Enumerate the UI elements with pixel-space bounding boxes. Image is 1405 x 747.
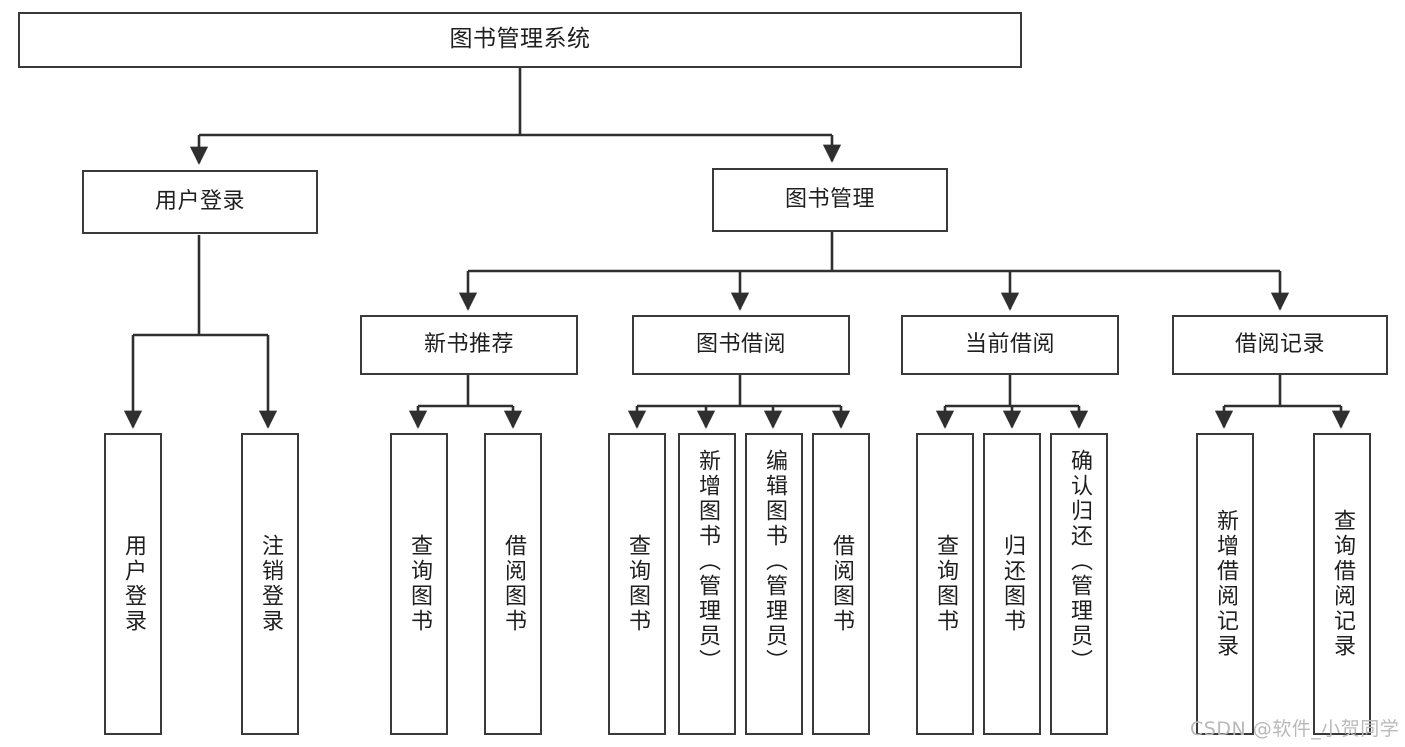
watermark-text: CSDN @软件_小贺同学	[1190, 718, 1400, 740]
node-leaf-add-book-label: 新增图书（管理员）	[695, 449, 720, 674]
node-leaf-add-record-label: 新增借阅记录	[1213, 509, 1238, 659]
node-book-borrow-label: 图书借阅	[695, 332, 786, 358]
node-leaf-logout-login-label: 注销登录	[258, 534, 283, 634]
node-new-book-recommend[interactable]: 新书推荐	[360, 315, 578, 375]
node-leaf-query-book-2-label: 查询图书	[625, 534, 650, 634]
node-leaf-return-book-label: 归还图书	[1000, 534, 1025, 634]
node-leaf-user-login-label: 用户登录	[121, 534, 146, 634]
node-leaf-query-book-2[interactable]: 查询图书	[608, 433, 666, 735]
node-user-login-label: 用户登录	[154, 189, 245, 215]
node-leaf-logout-login[interactable]: 注销登录	[241, 433, 299, 735]
node-leaf-query-book-3-label: 查询图书	[933, 534, 958, 634]
node-leaf-query-book-1[interactable]: 查询图书	[390, 433, 448, 735]
node-leaf-borrow-book-2[interactable]: 借阅图书	[812, 433, 870, 735]
node-leaf-edit-book-label: 编辑图书（管理员）	[762, 449, 787, 674]
node-leaf-query-record-label: 查询借阅记录	[1330, 509, 1355, 659]
node-user-login[interactable]: 用户登录	[82, 170, 318, 234]
node-current-borrow-label: 当前借阅	[964, 332, 1055, 358]
node-book-management[interactable]: 图书管理	[712, 168, 948, 232]
node-leaf-borrow-book-1-label: 借阅图书	[501, 534, 526, 634]
node-borrow-record-label: 借阅记录	[1234, 332, 1325, 358]
node-leaf-query-record[interactable]: 查询借阅记录	[1313, 433, 1371, 735]
node-leaf-query-book-1-label: 查询图书	[407, 534, 432, 634]
node-current-borrow[interactable]: 当前借阅	[901, 315, 1119, 375]
node-leaf-query-book-3[interactable]: 查询图书	[916, 433, 974, 735]
node-leaf-return-book[interactable]: 归还图书	[983, 433, 1041, 735]
node-book-management-label: 图书管理	[784, 187, 875, 213]
node-borrow-record[interactable]: 借阅记录	[1172, 315, 1388, 375]
node-leaf-borrow-book-2-label: 借阅图书	[829, 534, 854, 634]
node-book-borrow[interactable]: 图书借阅	[632, 315, 850, 375]
node-leaf-confirm-return[interactable]: 确认归还（管理员）	[1050, 433, 1108, 735]
node-leaf-confirm-return-label: 确认归还（管理员）	[1067, 449, 1092, 674]
node-leaf-add-book[interactable]: 新增图书（管理员）	[678, 433, 736, 735]
node-leaf-borrow-book-1[interactable]: 借阅图书	[484, 433, 542, 735]
node-leaf-add-record[interactable]: 新增借阅记录	[1196, 433, 1254, 735]
node-new-book-recommend-label: 新书推荐	[423, 332, 514, 358]
node-leaf-user-login[interactable]: 用户登录	[104, 433, 162, 735]
node-leaf-edit-book[interactable]: 编辑图书（管理员）	[745, 433, 803, 735]
node-root-system[interactable]: 图书管理系统	[18, 12, 1022, 68]
node-root-system-label: 图书管理系统	[449, 26, 591, 53]
